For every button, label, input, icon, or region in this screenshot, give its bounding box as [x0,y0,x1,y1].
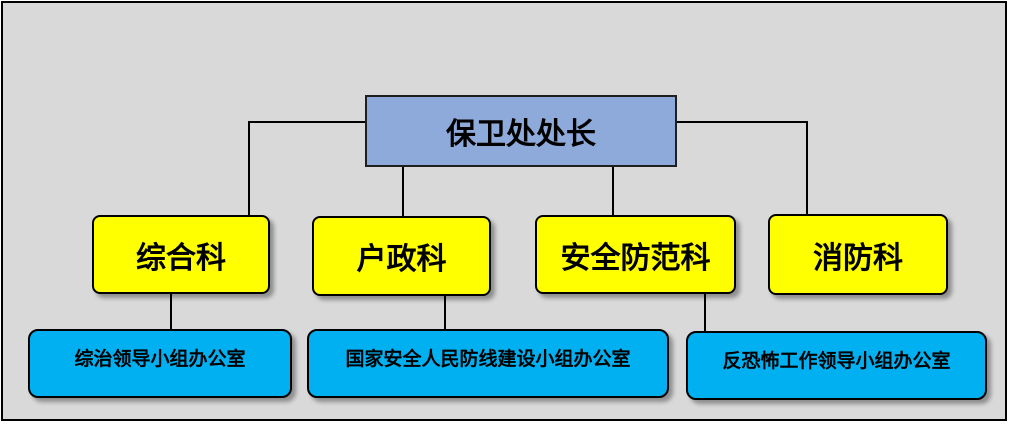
office-node-zongzhi: 综治领导小组办公室 [28,329,292,398]
connector-root-right [677,121,808,123]
connector-huzheng-vertical [402,167,404,216]
office-label: 反恐怖工作领导小组办公室 [722,350,951,372]
connector-huzheng-office [444,295,446,330]
department-node-anquan: 安全防范科 [535,215,736,294]
department-label: 综合科 [136,240,226,276]
office-label: 综治领导小组办公室 [74,348,246,370]
connector-xiaofang-vertical [806,121,808,215]
root-node: 保卫处处长 [365,95,677,167]
connector-zonghe-vertical [248,121,250,215]
connector-zonghe-office [170,293,172,330]
connector-root-left [248,121,365,123]
connector-anquan-vertical [612,167,614,215]
department-node-huzheng: 户政科 [312,216,491,296]
office-node-guojia-anquan: 国家安全人民防线建设小组办公室 [307,329,669,398]
connector-anquan-office [704,293,706,332]
department-label: 安全防范科 [560,240,711,276]
department-label: 消防科 [813,240,903,276]
office-node-fankongbu: 反恐怖工作领导小组办公室 [686,331,987,400]
department-label: 户政科 [356,242,447,277]
department-node-xiaofang: 消防科 [768,214,948,295]
office-label: 国家安全人民防线建设小组办公室 [345,348,631,370]
root-label: 保卫处处长 [446,117,596,152]
department-node-zonghe: 综合科 [92,215,270,294]
